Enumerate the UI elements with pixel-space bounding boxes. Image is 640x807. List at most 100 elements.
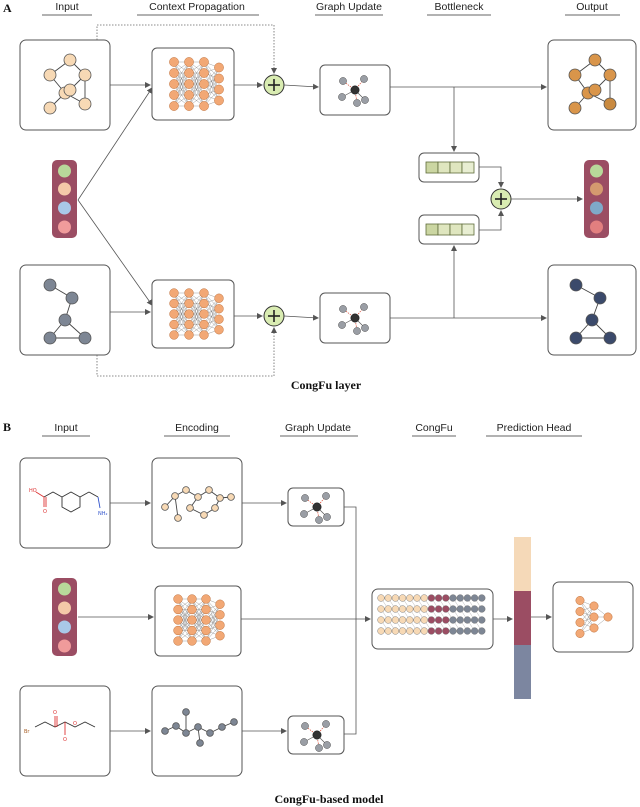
congfu-layer-stack bbox=[377, 594, 486, 635]
hydroxyl-label: HO bbox=[29, 488, 37, 494]
encoding-graph-box-top bbox=[151, 457, 243, 549]
congfu-node bbox=[463, 605, 472, 613]
mlp-neuron bbox=[214, 325, 224, 335]
neighbor-node bbox=[353, 99, 361, 107]
header-context-propagation: Context Propagation bbox=[149, 1, 245, 13]
mlp-neuron bbox=[184, 298, 194, 309]
mlp-network-bottom bbox=[169, 288, 224, 340]
mlp-connection bbox=[188, 303, 205, 336]
congfu-node bbox=[413, 616, 421, 624]
mlp-neuron bbox=[215, 599, 225, 609]
output-graph-box-bottom bbox=[547, 264, 637, 356]
congfu-node bbox=[442, 605, 450, 613]
context-out-dot-4 bbox=[590, 220, 603, 234]
mlp-neuron bbox=[214, 304, 224, 314]
mlp-connection bbox=[173, 72, 190, 107]
mlp-neuron bbox=[214, 314, 224, 324]
mlp-neuron bbox=[215, 631, 225, 641]
graph-node bbox=[43, 331, 57, 345]
neighbor-node bbox=[339, 305, 347, 313]
mlp-neuron bbox=[169, 101, 179, 111]
message-passing-b-top bbox=[300, 492, 331, 524]
neighbor-node bbox=[300, 510, 308, 518]
mlp-neuron bbox=[169, 309, 179, 319]
graph-node bbox=[43, 68, 57, 82]
mlp-connection bbox=[173, 61, 190, 96]
mlp-neuron bbox=[575, 618, 585, 627]
mlp-neuron bbox=[201, 636, 211, 646]
mlp-neuron bbox=[214, 73, 224, 84]
mlp-connection bbox=[177, 598, 193, 631]
mlp-connection bbox=[203, 67, 220, 96]
mlp-connection bbox=[188, 61, 205, 96]
mlp-neuron bbox=[184, 288, 194, 298]
mlp-neuron bbox=[575, 607, 585, 616]
congfu-node bbox=[391, 616, 400, 624]
congfu-node bbox=[413, 605, 421, 613]
graph-node bbox=[568, 68, 582, 82]
header-output: Output bbox=[576, 1, 608, 13]
mlp-neuron bbox=[187, 636, 197, 646]
congfu-node bbox=[399, 616, 407, 624]
neighbor-node bbox=[315, 516, 323, 524]
panel-b-connectors bbox=[78, 500, 552, 735]
graph-node bbox=[43, 278, 57, 292]
graph-node bbox=[63, 53, 77, 67]
sum-node-bottleneck-icon bbox=[490, 188, 512, 210]
prediction-head-network bbox=[575, 596, 613, 638]
graph-node bbox=[43, 101, 57, 115]
encoding-mlp-network bbox=[173, 594, 225, 646]
header-input-b: Input bbox=[54, 422, 77, 434]
output-graph-bottom bbox=[569, 278, 617, 345]
context-b-dot-3 bbox=[58, 620, 71, 634]
header-graph-update-b: Graph Update bbox=[285, 422, 351, 434]
mlp-neuron bbox=[199, 319, 209, 330]
congfu-node bbox=[442, 627, 450, 635]
graph-node bbox=[569, 331, 583, 345]
mlp-neuron bbox=[214, 62, 224, 73]
neighbor-node bbox=[353, 327, 361, 335]
neighbor-node bbox=[322, 720, 330, 728]
mlp-neuron bbox=[169, 288, 179, 298]
ether-oxygen-label: O bbox=[73, 721, 77, 727]
message-passing-bottom bbox=[338, 303, 369, 335]
congfu-node bbox=[377, 594, 385, 602]
message-passing-top bbox=[338, 75, 369, 107]
congfu-node bbox=[399, 594, 407, 602]
graph-node bbox=[174, 514, 182, 522]
neighbor-node bbox=[315, 744, 323, 752]
context-out-dot-3 bbox=[590, 201, 603, 215]
mlp-neuron bbox=[173, 615, 183, 625]
context-b-dot-1 bbox=[58, 582, 71, 596]
bottleneck-vector-bottom bbox=[425, 223, 475, 236]
congfu-node bbox=[456, 616, 464, 624]
neighbor-node bbox=[301, 494, 309, 502]
input-graph-box-bottom bbox=[19, 264, 111, 356]
graph-node bbox=[205, 486, 213, 494]
congfu-node bbox=[413, 627, 421, 635]
ester-oxygen-label: O bbox=[63, 737, 67, 743]
graph-node bbox=[588, 53, 602, 67]
mlp-connection bbox=[203, 308, 220, 336]
graph-node bbox=[603, 68, 617, 82]
graph-node bbox=[63, 83, 77, 97]
neighbor-node bbox=[339, 77, 347, 85]
graph-node bbox=[218, 723, 226, 731]
graph-node bbox=[78, 97, 92, 111]
mlp-neuron bbox=[169, 319, 179, 330]
congfu-node bbox=[427, 616, 436, 624]
panel-b-headers: Input Encoding Graph Update CongFu Predi… bbox=[42, 422, 582, 437]
congfu-node bbox=[471, 627, 479, 635]
pooled-representation-bar bbox=[514, 537, 531, 699]
context-dot-4 bbox=[58, 220, 71, 234]
congfu-node bbox=[463, 627, 472, 635]
mlp-neuron bbox=[184, 68, 194, 78]
encoded-graph-bottom bbox=[161, 708, 238, 747]
congfu-node bbox=[471, 594, 479, 602]
mlp-neuron bbox=[199, 330, 209, 340]
header-encoding: Encoding bbox=[175, 422, 219, 434]
congfu-node bbox=[413, 594, 421, 602]
congfu-node bbox=[478, 605, 486, 613]
graph-node bbox=[65, 291, 79, 305]
mlp-connection bbox=[205, 604, 221, 642]
